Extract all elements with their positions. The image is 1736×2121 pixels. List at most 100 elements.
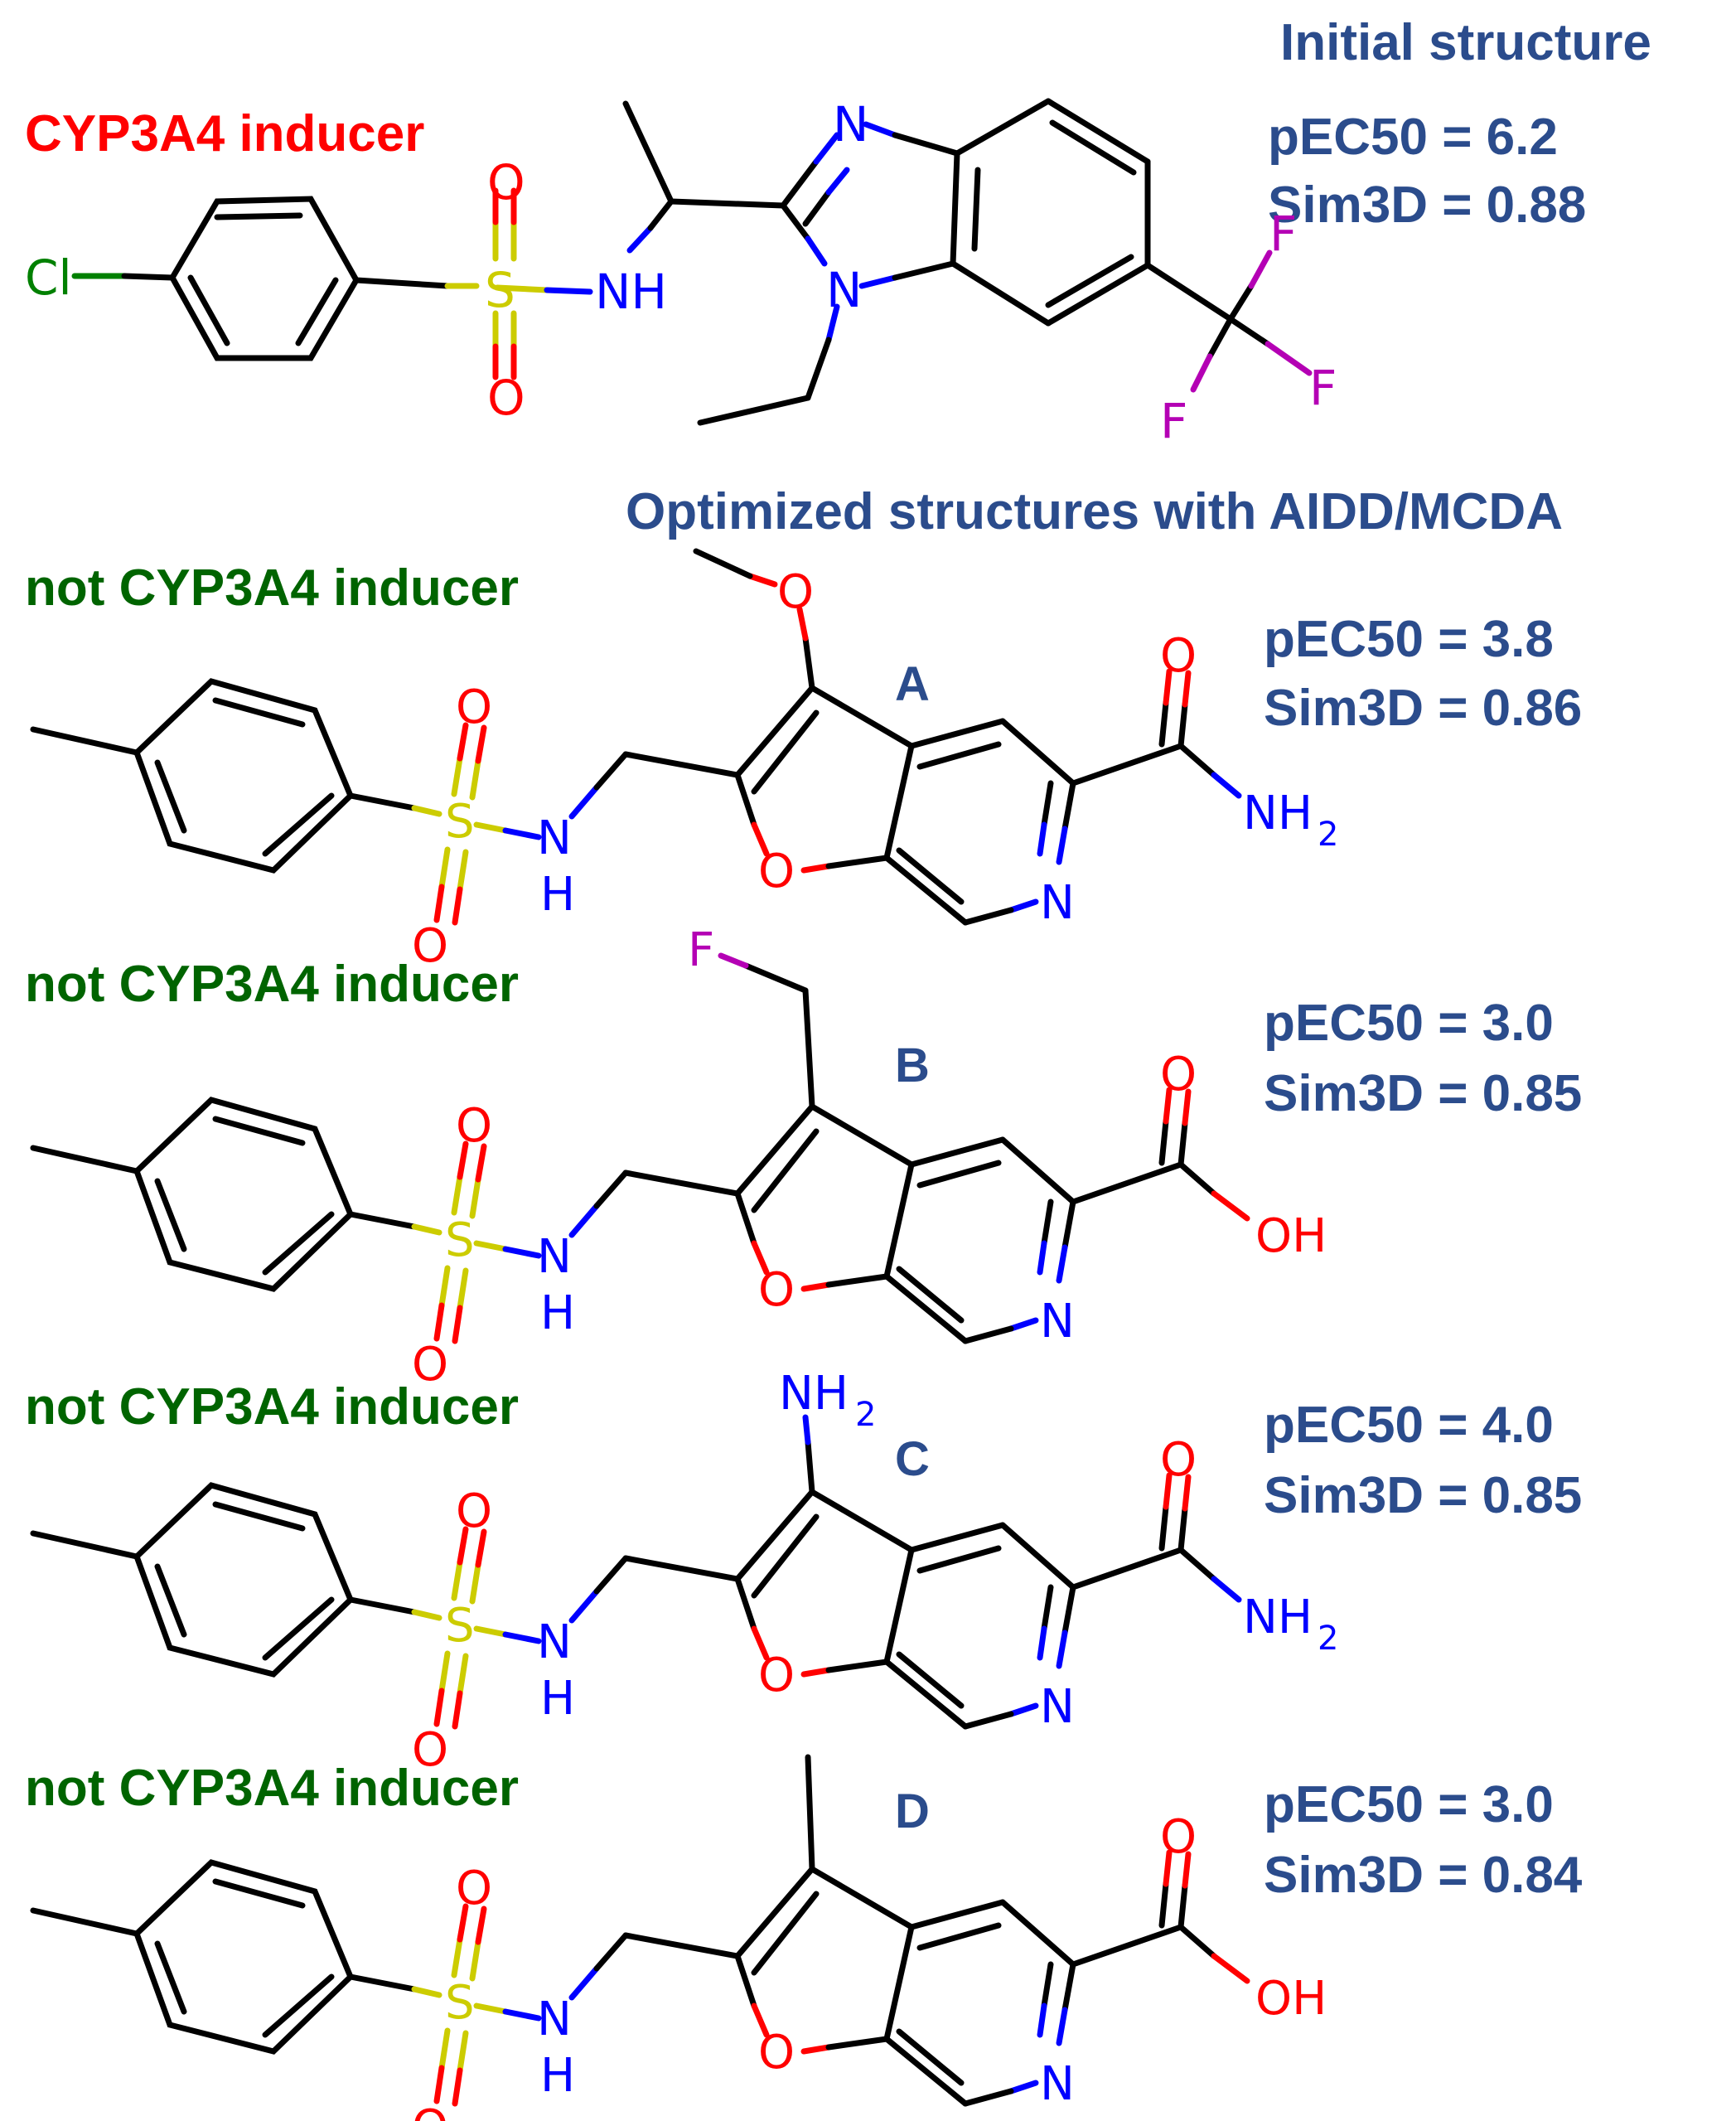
hydroxyl-atom: OH [1255,1972,1327,2026]
subscript-2: 2 [855,1396,876,1434]
bond [802,1414,811,1445]
oxygen-atom: O [1160,1810,1197,1864]
sulfur-atom: S [445,1599,475,1653]
bond [1211,772,1242,799]
bond [693,548,753,579]
optimized-heading: Optimized structures with AIDD/MCDA [626,483,1563,540]
oxygen-atom: O [1160,1048,1197,1102]
nitrogen-atom: N [1040,1680,1075,1734]
compound-sim3d: Sim3D = 0.86 [1264,680,1582,737]
bond [1177,743,1217,778]
oxygen-atom: O [412,919,448,973]
nitrogen-atom: N [833,96,868,153]
sulfur-atom: S [445,1976,475,2030]
compound-core [33,1852,1188,2104]
initial-tag: CYP3A4 inducer [25,105,424,162]
initial-atom-labels: Cl S O O NH N N F F F [25,96,1337,449]
compound-core [33,671,1188,922]
methoxy-oxygen-atom: O [777,565,814,619]
initial-pec50: pEC50 = 6.2 [1268,109,1558,166]
hydrogen-atom: H [540,868,575,922]
oxygen-atom: O [758,845,795,898]
fluorine-atom: F [688,923,714,977]
sulfur-atom: S [445,795,475,849]
initial-molecule [71,98,1313,426]
fluorine-atom: F [1309,360,1337,416]
bond [718,952,749,969]
oxygen-atom: O [487,370,525,426]
bond [1211,1576,1242,1603]
oxygen-atom: O [758,2026,795,2080]
initial-sim3d: Sim3D = 0.88 [1268,177,1586,234]
nitrogen-atom: N [537,811,572,865]
bond [796,606,809,642]
oxygen-atom: O [758,1649,795,1702]
oxygen-atom: O [1160,1433,1197,1487]
compound-letter: D [895,1784,930,1838]
compound-sim3d: Sim3D = 0.84 [1264,1847,1583,1904]
bond [1177,1547,1217,1582]
oxygen-atom: O [456,680,492,734]
initial-structure: Initial structure CYP3A4 inducer pEC50 =… [25,14,1651,449]
bond [1211,1190,1250,1222]
initial-heading: Initial structure [1280,14,1651,71]
nitrogen-atom: N [826,262,862,318]
fluorine-atom: F [1160,393,1187,449]
bond [747,573,778,588]
fluorine-atom: F [1269,206,1297,262]
compound-core [33,1475,1188,1726]
chlorine-atom: Cl [25,249,72,306]
compound-pec50: pEC50 = 3.0 [1264,995,1554,1052]
nitrogen-atom: N [1040,1295,1075,1349]
oxygen-atom: O [1160,629,1197,683]
bond [802,987,815,1110]
oxygen-atom: O [487,154,525,211]
oxygen-atom: O [412,2100,448,2121]
sulfur-atom: S [485,262,515,318]
bond [805,1754,815,1872]
amide-nh-atom: NH [1243,1591,1313,1644]
compound-pec50: pEC50 = 3.0 [1264,1776,1554,1833]
compound-tag: not CYP3A4 inducer [25,1378,519,1436]
compound-tag: not CYP3A4 inducer [25,956,519,1013]
bond [1211,1953,1250,1984]
chlorophenyl-ring [168,196,360,361]
hydrogen-atom: H [540,2049,575,2103]
oxygen-atom: O [456,1484,492,1538]
compound-pec50: pEC50 = 4.0 [1264,1397,1554,1454]
sulfur-atom: S [445,1213,475,1267]
compound-tag: not CYP3A4 inducer [25,559,519,617]
compound-letter: C [895,1432,930,1486]
bond [742,962,809,994]
hydrogen-atom: H [540,1672,575,1726]
compound-letter: A [895,657,930,711]
compound-tag: not CYP3A4 inducer [25,1760,519,1817]
bond [1177,1924,1217,1959]
bond [805,1439,815,1495]
compound-sim3d: Sim3D = 0.85 [1264,1467,1582,1524]
nitrogen-atom: N [1040,876,1075,930]
oxygen-atom: O [758,1263,795,1317]
oxygen-atom: O [412,1723,448,1777]
nh-atom: NH [595,264,667,320]
amino-nh-atom: NH [779,1367,849,1421]
compound-core [33,1090,1188,1341]
amide-nh-atom: NH [1243,787,1313,840]
compound-pec50: pEC50 = 3.8 [1264,611,1554,668]
oxygen-atom: O [456,1862,492,1915]
compound-letter: B [895,1039,930,1092]
hydroxyl-atom: OH [1255,1209,1327,1263]
nitrogen-atom: N [1040,2057,1075,2111]
oxygen-atom: O [456,1099,492,1153]
bond [1177,1161,1217,1197]
compound-sim3d: Sim3D = 0.85 [1264,1065,1582,1122]
nitrogen-atom: N [537,1993,572,2046]
bond [802,635,815,691]
subscript-2: 2 [1318,816,1338,854]
